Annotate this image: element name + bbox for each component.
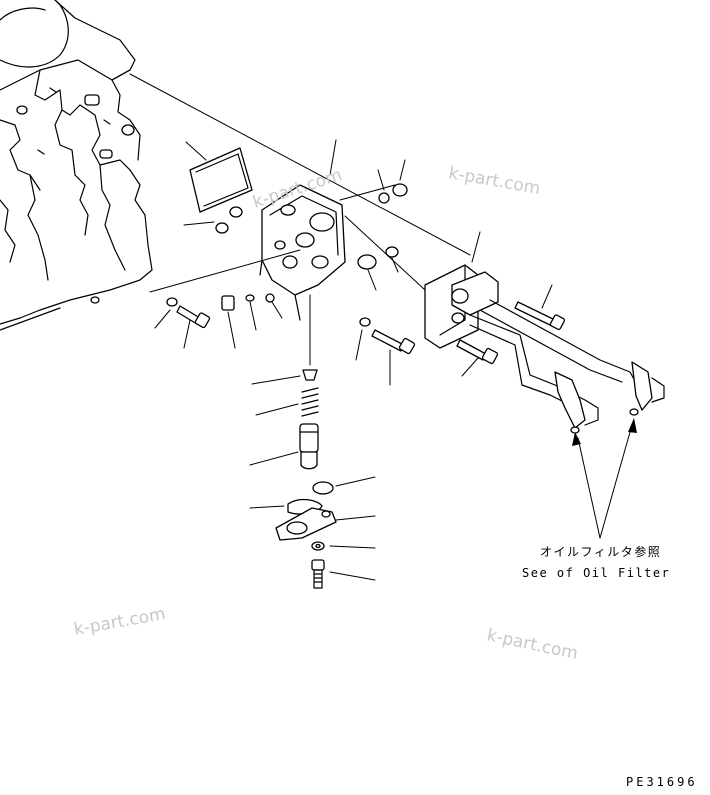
bolt-right-upper: [514, 284, 566, 331]
engine-block: [0, 0, 153, 331]
valve-housing: [259, 139, 346, 321]
watermark: k-part.com: [447, 163, 542, 199]
o-ring-right: [357, 246, 399, 291]
plug-left: [221, 293, 283, 349]
bolt-left: [154, 297, 211, 349]
assembly-lines: [129, 73, 471, 293]
plug-fitting: [377, 159, 408, 204]
callout-arrows: [572, 418, 637, 539]
watermark: k-part.com: [72, 604, 167, 640]
watermark: k-part.com: [485, 625, 580, 664]
oil-pipes: [469, 299, 665, 434]
oil-cooler-housing: [424, 231, 499, 349]
cover-plate: [249, 498, 376, 589]
gasket: [185, 141, 253, 213]
bolt-center: [355, 317, 416, 386]
reference-label-en: See of Oil Filter: [522, 566, 670, 580]
drawing-code: PE31696: [626, 775, 698, 789]
o-ring-pair: [183, 206, 243, 234]
relief-valve-stack: [249, 294, 376, 495]
reference-label-jp: オイルフィルタ参照: [540, 544, 661, 559]
bolt-right-lower: [456, 339, 499, 377]
